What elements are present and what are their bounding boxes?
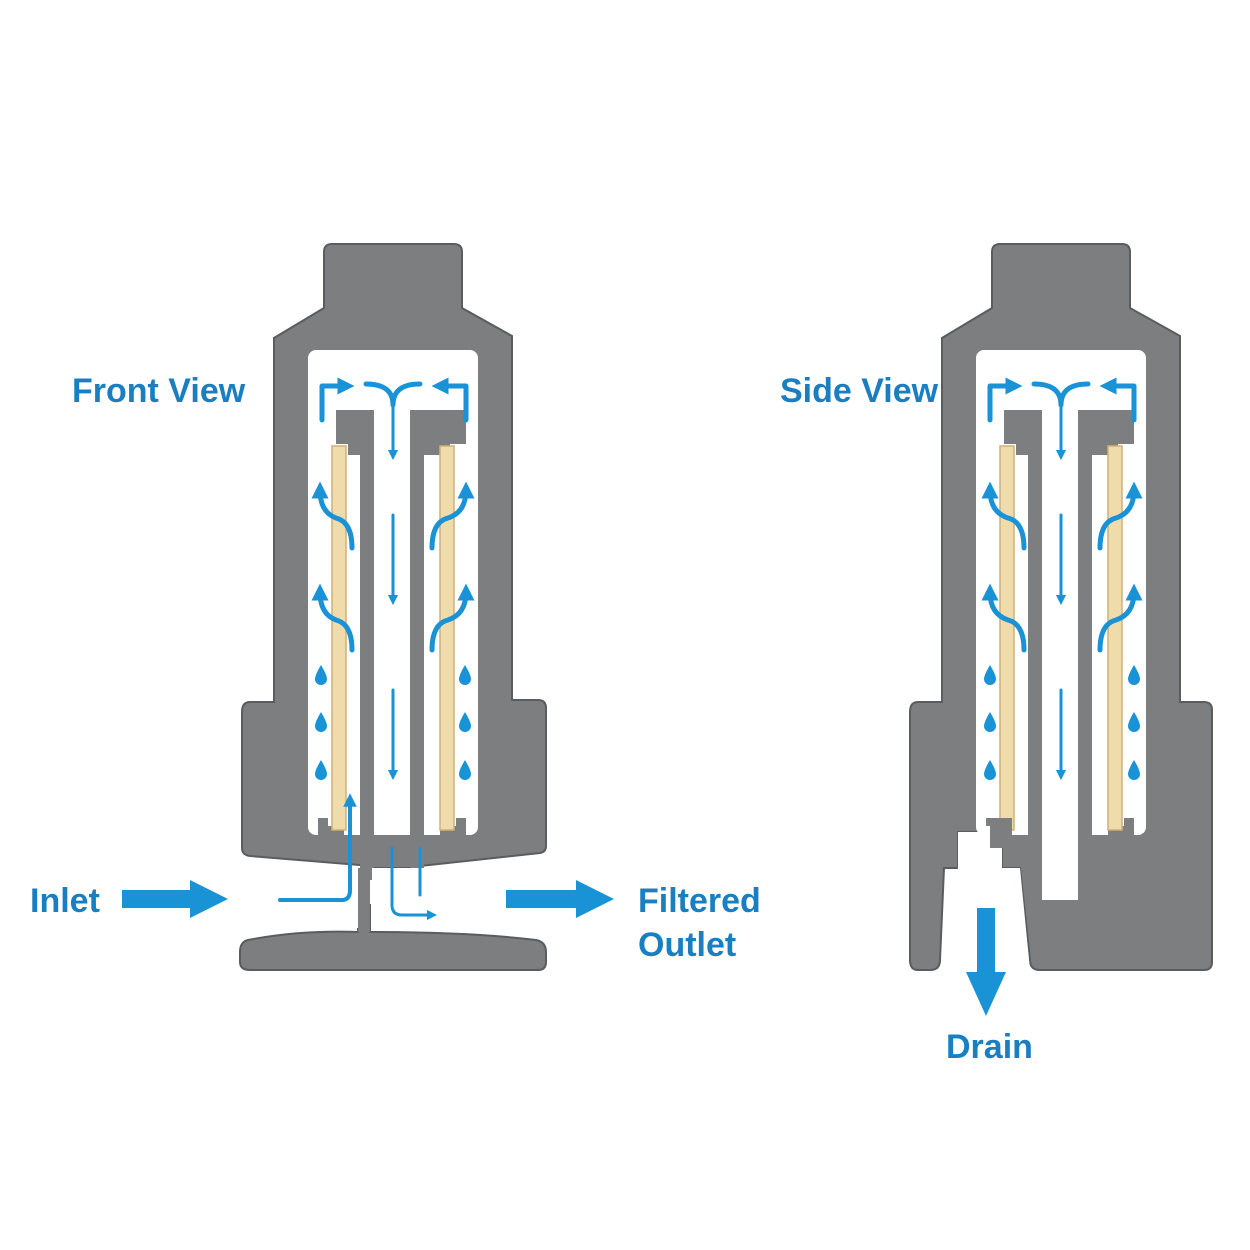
flow-arrow-icon [278, 793, 357, 902]
water-drop-icon [459, 712, 471, 732]
flow-arrow-icon [966, 972, 1006, 1016]
front-outlet-port [372, 868, 472, 928]
filtered-outlet-label-line1: Filtered [638, 882, 761, 920]
side-view [909, 243, 1213, 1016]
flow-arrow-icon [311, 481, 355, 551]
water-drop-icon [459, 760, 471, 780]
drain-label: Drain [946, 1028, 1033, 1066]
water-drop-icon [315, 760, 327, 780]
flow-arrow-icon [431, 377, 469, 423]
drain-arrow [966, 908, 1006, 1016]
front-view [122, 243, 614, 971]
water-drop-icon [1128, 760, 1140, 780]
flow-arrow-icon [390, 846, 438, 921]
front-right-cap [410, 410, 466, 880]
side-water-drops [984, 665, 1140, 780]
flow-arrow-icon [190, 880, 228, 918]
flow-arrow-icon [576, 880, 614, 918]
side-left-cap [1004, 410, 1042, 840]
side-filter-element-left [999, 445, 1015, 831]
side-flow-arrows [981, 377, 1143, 781]
flow-arrow-icon [981, 481, 1027, 551]
front-water-drops [315, 665, 471, 780]
water-drop-icon [315, 665, 327, 685]
water-drop-icon [315, 712, 327, 732]
front-base-plate [239, 904, 547, 971]
water-drop-icon [459, 665, 471, 685]
flow-arrow-icon [981, 583, 1027, 653]
side-filter-element-right [1107, 445, 1123, 831]
water-drop-icon [1128, 712, 1140, 732]
flow-arrow-icon [319, 377, 355, 423]
water-drop-icon [1128, 665, 1140, 685]
front-filter-element-right [439, 445, 455, 831]
flow-arrow-icon [311, 583, 355, 653]
inlet-label: Inlet [30, 882, 100, 920]
filtered-outlet-label-line2: Outlet [638, 926, 736, 964]
front-flow-arrows [278, 377, 475, 921]
front-left-cap [336, 410, 374, 880]
outlet-arrow [506, 880, 614, 918]
flow-arrow-icon [1099, 377, 1137, 423]
side-outlet-channel [1042, 835, 1078, 900]
flow-arrow-icon [1097, 481, 1143, 551]
water-drop-icon [984, 712, 996, 732]
side-view-label: Side View [780, 372, 939, 410]
flow-arrow-icon [1097, 583, 1143, 653]
inlet-arrow [122, 880, 228, 918]
front-filter-element-left [331, 445, 347, 831]
flow-arrow-icon [987, 377, 1023, 423]
front-bottom-seat-left [318, 818, 344, 840]
water-drop-icon [984, 665, 996, 685]
flow-arrow-icon [429, 481, 475, 551]
side-drain-port [944, 826, 1030, 970]
flow-arrow-icon [429, 583, 475, 653]
side-right-cap [1078, 410, 1134, 835]
water-drop-icon [984, 760, 996, 780]
front-stem [358, 868, 370, 932]
front-view-label: Front View [72, 372, 246, 410]
side-drain-seat [990, 818, 1012, 848]
